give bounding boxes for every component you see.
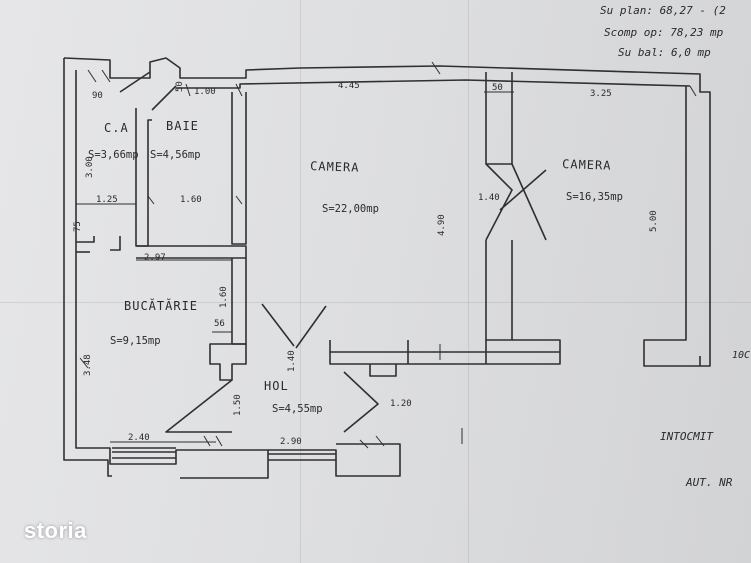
note-su-bal: Su bal: 6,0 mp <box>618 46 711 59</box>
outer-wall-left <box>63 57 711 367</box>
dim-1-25: 1.25 <box>96 195 118 205</box>
dim-1-40-door: 1.40 <box>478 193 500 203</box>
note-aut-nr: AUT. NR <box>685 476 733 489</box>
room-name-bucatarie: BUCĂTĂRIE <box>124 298 198 313</box>
dim-2-97: 2.97 <box>144 253 166 263</box>
room-name-hol: HOL <box>264 379 289 393</box>
wall-hall-column <box>209 343 247 381</box>
room-name-ca: C.A <box>104 121 129 135</box>
wall-kitchen-top-step <box>110 236 121 251</box>
outer-wall-right <box>643 86 700 367</box>
window-bottom-center <box>268 453 336 461</box>
wall-camera-separator-top <box>485 72 513 165</box>
wall-baie-right <box>231 92 247 245</box>
fold-line-horizontal <box>0 302 751 303</box>
note-su-plan: Su plan: 68,27 - (2 <box>600 4 726 17</box>
baie-door-leaf <box>151 85 177 111</box>
outer-wall-left-inner <box>75 70 269 479</box>
wall-hall-right-diagonal <box>343 371 379 433</box>
note-intocmit: INTOCMIT <box>660 430 714 443</box>
storia-logo: storia <box>24 518 87 543</box>
wall-ca-left-step <box>76 236 95 243</box>
dim-1-60-baie: 1.60 <box>180 195 202 205</box>
dim-1-20: 1.20 <box>390 399 412 409</box>
wall-ca-baie <box>135 108 152 247</box>
fold-line-vertical <box>468 0 469 563</box>
wall-cameras-bottom-inner <box>330 340 560 377</box>
dim-1-40-hall: 1.40 <box>287 350 297 372</box>
wall-camera-separator-bottom <box>485 240 513 341</box>
dim-1-50: 1.50 <box>233 394 243 416</box>
note-scomp: Scomp op: 78,23 mp <box>604 26 724 39</box>
room-area-ca: S=3,66mp <box>88 149 139 161</box>
dim-4-90: 4.90 <box>437 214 447 236</box>
ca-door-leaf <box>119 71 151 93</box>
dim-3-25: 3.25 <box>590 89 612 99</box>
dim-3-48: 3.48 <box>83 354 93 376</box>
camera-double-door <box>485 163 547 241</box>
room-area-hol: S=4,55mp <box>272 403 323 415</box>
room-area-camera-1: S=22,00mp <box>322 203 379 215</box>
dim-2-90: 2.90 <box>280 437 302 447</box>
note-10c: 10C <box>732 350 750 361</box>
dim-50-baie: 50 <box>175 81 185 92</box>
wall-bath-bottom <box>136 245 247 259</box>
dim-2-40: 2.40 <box>128 433 150 443</box>
room-area-camera-2: S=16,35mp <box>566 191 623 203</box>
wall-hall-left-diagonal <box>165 379 233 433</box>
room-area-bucatarie: S=9,15mp <box>110 335 161 347</box>
dim-5-00: 5.00 <box>649 210 659 232</box>
dim-90: 90 <box>92 91 103 101</box>
room-area-baie: S=4,56mp <box>150 149 201 161</box>
outer-wall-left-outline <box>63 58 112 477</box>
fold-line-vertical <box>300 0 301 563</box>
room-name-camera-2: CAMERA <box>562 157 612 173</box>
dim-4-45: 4.45 <box>338 81 360 91</box>
dim-3-00: 3.00 <box>85 156 95 178</box>
room-name-baie: BAIE <box>166 119 199 133</box>
dim-75: 75 <box>73 221 83 232</box>
window-bottom-left <box>112 451 176 459</box>
dim-50-separator: 50 <box>492 83 503 93</box>
dim-1-00-top: 1.00 <box>194 87 216 97</box>
room-name-camera-1: CAMERA <box>310 159 360 175</box>
hall-door-leaf-right <box>295 305 327 349</box>
outer-wall-top <box>176 79 691 89</box>
wall-kitchen-right <box>231 258 247 345</box>
dim-1-60-kitchen: 1.60 <box>219 286 229 308</box>
dim-56: 56 <box>214 319 225 329</box>
hall-door-leaf-left <box>261 303 295 347</box>
wall-bottom <box>112 443 401 477</box>
